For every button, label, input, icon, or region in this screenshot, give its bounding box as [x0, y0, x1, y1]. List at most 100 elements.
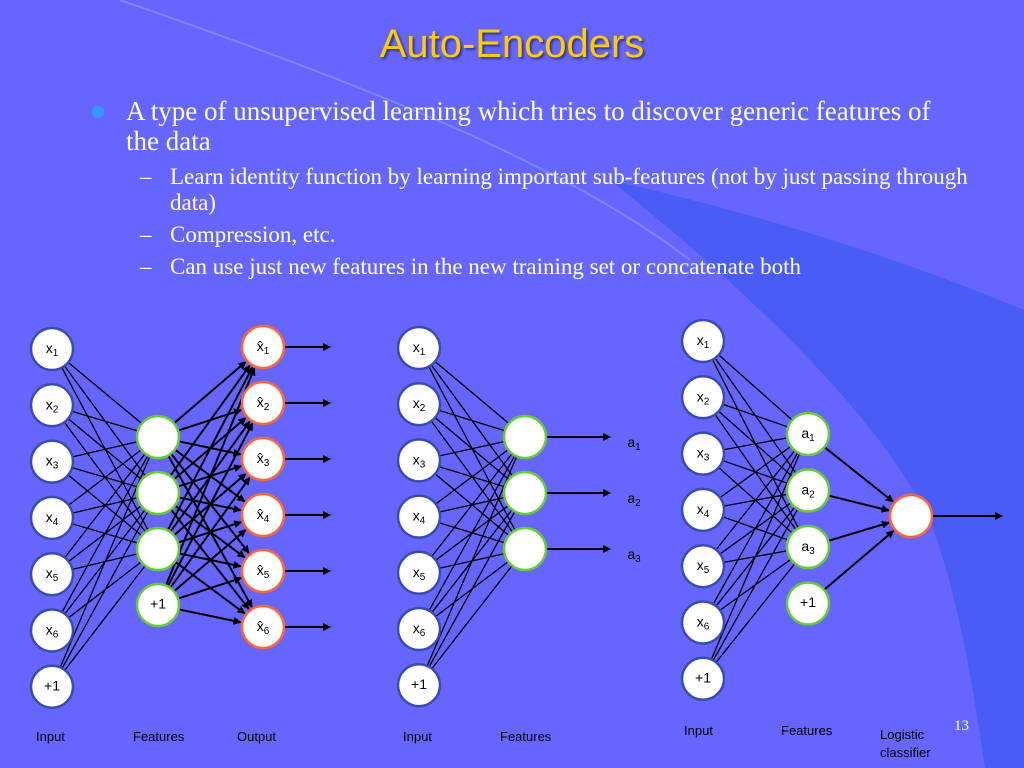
features-edge [428, 455, 516, 611]
classifier-edge [823, 530, 895, 591]
classifier-input-caption: Input [684, 723, 713, 738]
features-features-caption: Features [500, 729, 552, 744]
dash-icon: – [140, 164, 152, 189]
autoencoder-edge [68, 449, 142, 506]
autoencoder-edge [67, 361, 143, 425]
autoencoder-input-bias-node-label: +1 [44, 678, 60, 694]
features-edge [435, 449, 509, 505]
autoencoder-input-node [29, 495, 75, 541]
network-nodes [29, 318, 934, 710]
autoencoder-input-node-label: x6 [46, 621, 59, 640]
features-input-node-label: x5 [413, 564, 426, 583]
features-hidden-node [502, 414, 548, 460]
features-input-node-label: x6 [413, 620, 426, 639]
features-input-node [396, 438, 442, 483]
autoencoder-edge [72, 441, 138, 458]
classifier-edge [722, 403, 789, 428]
autoencoder-edge [59, 456, 151, 668]
autoencoder-input-node-label: x4 [46, 509, 59, 528]
autoencoder-output-node [240, 324, 286, 370]
features-edge [431, 565, 513, 670]
autoencoder-edge [61, 511, 149, 669]
sub-bullet-item: – Learn identity function by learning im… [90, 164, 970, 216]
autoencoder-input-caption: Input [36, 729, 65, 744]
autoencoder-edge [61, 455, 149, 613]
autoencoder-input-node [29, 551, 75, 597]
features-input-node-label: x4 [413, 507, 426, 526]
classifier-input-node-label: x1 [697, 332, 710, 351]
features-edge [439, 440, 505, 457]
classifier-feature-node [785, 468, 831, 513]
features-input-bias-node [396, 662, 442, 708]
autoencoder-output-node-label: x̂5 [257, 562, 270, 581]
autoencoder-edge [166, 366, 254, 531]
classifier-feature-node-label: a1 [801, 425, 815, 444]
autoencoder-edge [173, 529, 247, 593]
features-edge [428, 511, 516, 668]
features-input-bias-node-label: +1 [411, 676, 427, 692]
classifier-input-node [680, 318, 726, 364]
dash-icon: – [140, 254, 152, 279]
classifier-feature-bias-node [785, 581, 831, 626]
autoencoder-output-node [240, 548, 286, 594]
classifier-feature-node [785, 524, 831, 570]
autoencoder-edge [164, 367, 256, 586]
classifier-input-node [680, 487, 726, 533]
sub-bullet-item: – Compression, etc. [90, 222, 970, 248]
features-input-node [396, 325, 442, 371]
autoencoder-feature-node [135, 414, 181, 460]
autoencoder-input-node [29, 326, 75, 372]
classifier-output-node [888, 493, 934, 539]
bullet-list: A type of unsupervised learning which tr… [90, 96, 970, 280]
classifier-input-node-label: x3 [697, 444, 710, 463]
classifier-feature-bias-node-label: +1 [800, 594, 816, 610]
features-output-label: a1 [627, 434, 641, 453]
autoencoder-edge [169, 364, 251, 477]
autoencoder-output-node-label: x̂6 [257, 618, 270, 637]
autoencoder-output-node-label: x̂1 [257, 338, 270, 357]
autoencoder-input-node-label: x3 [46, 452, 59, 471]
autoencoder-input-node [29, 383, 75, 428]
autoencoder-output-node-label: x̂3 [257, 450, 270, 469]
autoencoder-input-node-label: x2 [46, 396, 59, 415]
classifier-input-bias-node-label: +1 [695, 670, 711, 686]
autoencoder-output-node [240, 492, 286, 538]
slide-title: Auto-Encoders [379, 22, 645, 66]
features-input-node-label: x3 [413, 451, 426, 470]
sub-bullet-item: – Can use just new features in the new t… [90, 254, 970, 280]
autoencoder-edge [71, 410, 139, 432]
background-swoosh-shape [610, 180, 1024, 768]
classifier-edge [710, 453, 801, 660]
features-input-node-label: x1 [413, 339, 426, 358]
sub-bullet-text: Compression, etc. [170, 222, 336, 247]
autoencoder-edge [169, 476, 251, 589]
classifier-edge [823, 446, 894, 503]
classifier-input-node [680, 375, 726, 420]
page-number: 13 [954, 718, 969, 734]
autoencoder-output-node-label: x̂2 [257, 394, 270, 413]
features-input-node [396, 550, 442, 596]
features-input-node [396, 606, 442, 652]
classifier-edge [712, 452, 799, 605]
dash-icon: – [140, 222, 152, 247]
features-hidden-node [502, 470, 548, 516]
bullet-dot-icon [92, 106, 104, 118]
features-input-caption: Input [403, 729, 432, 744]
classifier-input-node-label: x2 [697, 388, 710, 407]
classifier-feature-node-label: a2 [801, 481, 815, 500]
autoencoder-output-node [240, 436, 286, 482]
classifier-input-node [680, 431, 726, 476]
classifier-edge [719, 445, 792, 499]
autoencoder-input-node-label: x5 [46, 565, 59, 584]
classifier-edge [712, 508, 799, 661]
bullet-item: A type of unsupervised learning which tr… [90, 96, 970, 156]
features-input-node [396, 381, 442, 427]
autoencoder-feature-node [135, 526, 181, 572]
autoencoder-feature-node [135, 470, 181, 516]
autoencoder-edge [178, 608, 242, 625]
autoencoder-input-node-label: x1 [46, 340, 59, 359]
classifier-edge [718, 354, 793, 421]
